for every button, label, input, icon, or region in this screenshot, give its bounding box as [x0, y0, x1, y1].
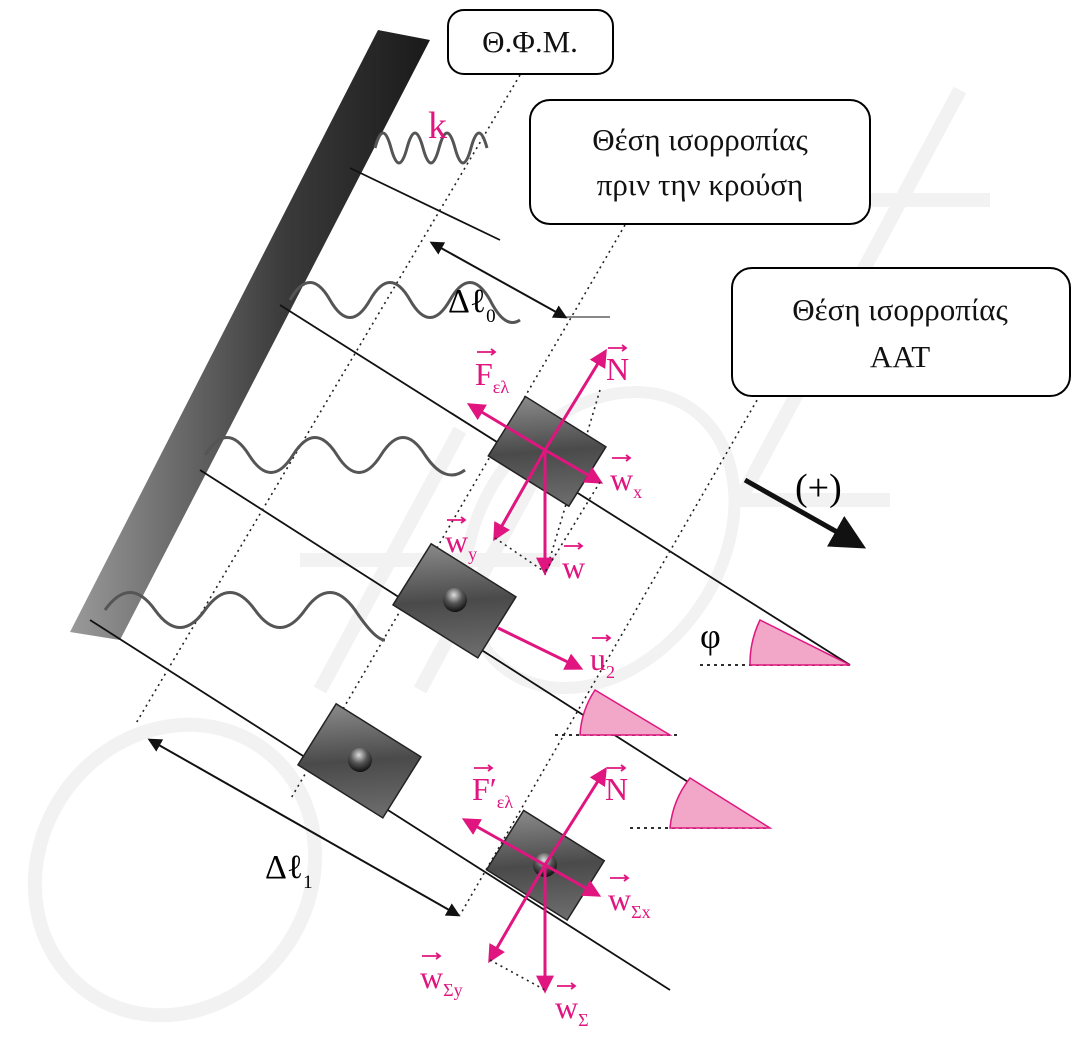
force-wx-label: wx [610, 461, 642, 502]
eq-before-label-line2: πριν την κρούση [597, 167, 804, 202]
angle-wedge-2 [669, 777, 773, 829]
positive-direction-arrow [743, 477, 867, 549]
eq-shm-label-line1: Θέση ισορροπίας [792, 292, 1008, 327]
positive-direction-label: (+) [795, 467, 842, 509]
eq-shm-label-line2: ΑΑΤ [870, 339, 930, 374]
forces-after [461, 766, 607, 994]
force-w-label: w [562, 549, 585, 585]
eq-before-box [529, 99, 871, 225]
force-wsy-arrow [488, 864, 547, 964]
dl0-arrow [429, 241, 568, 319]
force-elastic-prime-arrow [461, 818, 546, 867]
spring-3 [203, 436, 466, 477]
angle-wedge-1 [749, 618, 851, 666]
dl1-label: Δℓ1 [265, 849, 313, 893]
angle-label: φ [700, 616, 721, 656]
spring-constant-label: k [428, 105, 447, 147]
spring-1 [373, 131, 489, 165]
force-wsy-label: wΣy [420, 959, 463, 1000]
spring-4 [103, 591, 386, 642]
force-elastic-prime-label: F′ελ [472, 771, 513, 812]
force-normal-arrow [543, 348, 607, 451]
natural-length-box [447, 9, 614, 75]
dl1-arrow [147, 738, 461, 917]
force-ws-label: wΣ [555, 989, 589, 1030]
block-combined-left [296, 702, 422, 819]
force-wx-arrow [544, 448, 604, 484]
natural-length-label: Θ.Φ.Μ. [482, 24, 578, 59]
incline-line-1 [349, 167, 501, 241]
vector-overbars [422, 344, 632, 990]
dotted-w-projection-1 [494, 537, 546, 573]
force-wsx-arrow [544, 863, 602, 897]
force-wy-arrow [493, 449, 547, 542]
dotted-line-eq-shm [459, 394, 761, 916]
wall [70, 30, 430, 640]
velocity-arrow [497, 626, 584, 670]
block-collision [391, 542, 517, 659]
angle-wedge-3 [579, 688, 673, 736]
force-wsx-label: wΣx [608, 881, 651, 922]
forces-before [466, 348, 607, 576]
force-normal-after-label: N [605, 771, 628, 807]
dotted-ws-projection [489, 959, 546, 991]
dl0-label: Δℓ0 [448, 283, 496, 327]
force-elastic-arrow [466, 403, 546, 452]
force-normal-label: N [606, 351, 629, 387]
force-elastic-label: Fελ [475, 356, 509, 397]
force-normal-after-arrow [543, 766, 607, 866]
velocity-label: u2 [590, 641, 615, 682]
eq-shm-box [731, 267, 1071, 397]
force-wy-label: wy [445, 523, 477, 564]
eq-before-label-line1: Θέση ισορροπίας [592, 122, 808, 157]
